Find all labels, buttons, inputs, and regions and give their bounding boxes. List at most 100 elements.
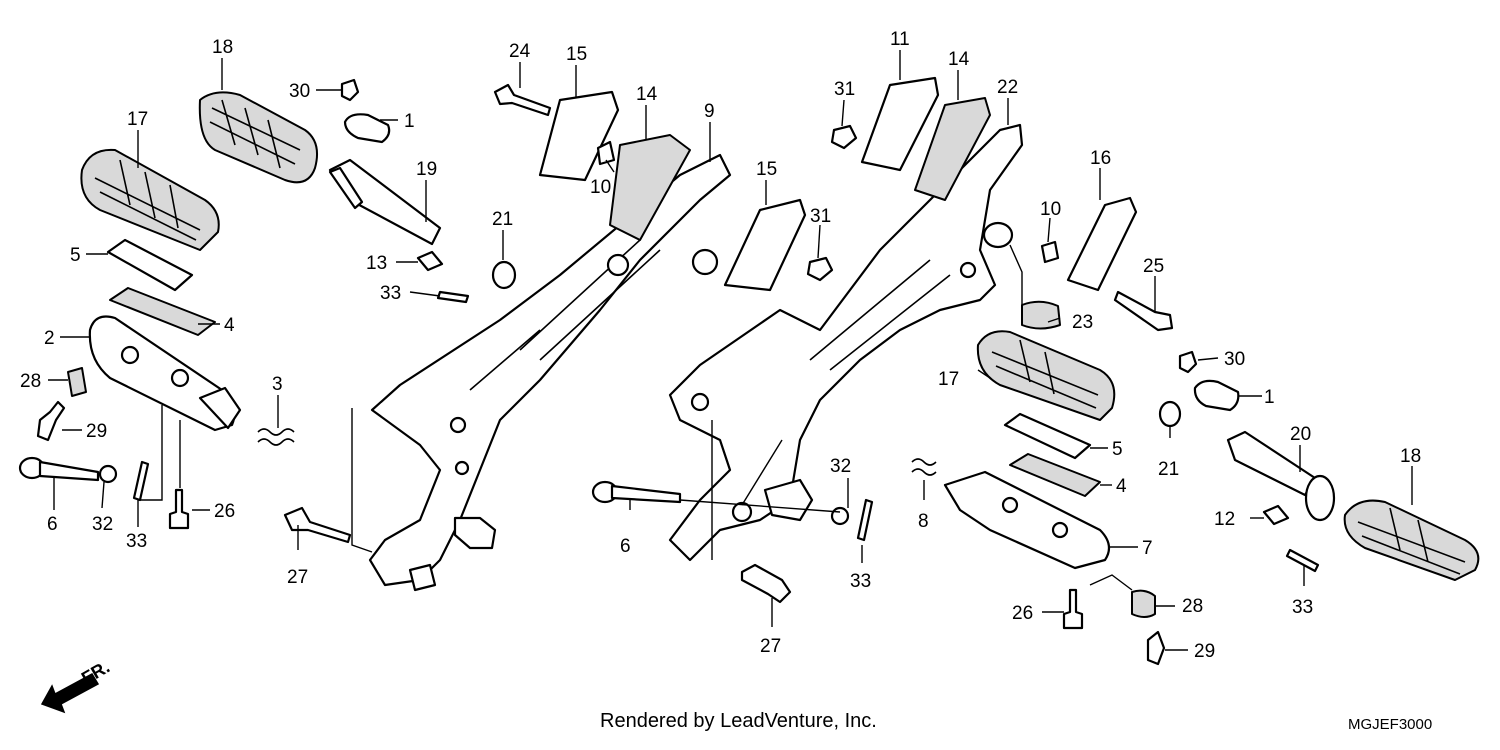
callout-33: 33 bbox=[1292, 597, 1313, 618]
part-26-bolt-right bbox=[1062, 588, 1084, 630]
part-28-collar-right bbox=[1131, 589, 1156, 618]
callout-17: 17 bbox=[938, 369, 959, 390]
callout-5: 5 bbox=[1112, 439, 1123, 460]
part-4-pad-right bbox=[1009, 453, 1101, 497]
part-17-step-rubber-left bbox=[80, 148, 220, 251]
callout-33: 33 bbox=[126, 531, 147, 552]
part-18-rubber-right bbox=[1343, 499, 1480, 581]
diagram-code: MGJEF3000 bbox=[1348, 716, 1433, 733]
callouts: 18 17 5 2 4 28 29 3 6 32 33 26 30 1 19 1… bbox=[20, 29, 1421, 662]
callout-23: 23 bbox=[1072, 312, 1093, 333]
front-direction-arrow: FR. bbox=[40, 657, 113, 714]
part-14-pad-a bbox=[609, 134, 691, 241]
callout-3: 3 bbox=[272, 374, 283, 395]
callout-20: 20 bbox=[1290, 424, 1311, 445]
callout-11: 11 bbox=[890, 29, 910, 50]
callout-4: 4 bbox=[1116, 476, 1127, 497]
part-5-plate-right bbox=[1003, 412, 1092, 460]
part-9-bracket-left bbox=[368, 153, 732, 592]
callout-17: 17 bbox=[127, 109, 148, 130]
part-33-cotter-left bbox=[132, 460, 150, 502]
callout-13: 13 bbox=[366, 253, 387, 274]
render-credit: Rendered by LeadVenture, Inc. bbox=[600, 710, 877, 732]
callout-2: 2 bbox=[44, 328, 55, 349]
callout-30: 30 bbox=[289, 81, 310, 102]
part-15-plate-a bbox=[538, 90, 620, 182]
callout-14: 14 bbox=[636, 84, 658, 105]
callout-30: 30 bbox=[1224, 349, 1245, 370]
part-30-screw-left bbox=[340, 78, 360, 102]
callout-19: 19 bbox=[416, 159, 437, 180]
callout-28: 28 bbox=[20, 371, 41, 392]
callout-27: 27 bbox=[760, 636, 781, 657]
callout-8: 8 bbox=[918, 511, 929, 532]
part-1-holder-right bbox=[1193, 379, 1240, 412]
callout-24: 24 bbox=[509, 41, 531, 62]
part-6-pin-right bbox=[591, 480, 682, 504]
part-8-spring bbox=[911, 458, 937, 476]
leader-lines bbox=[48, 50, 1413, 651]
callout-21: 21 bbox=[492, 209, 513, 230]
callout-7: 7 bbox=[1142, 538, 1153, 559]
callout-31: 31 bbox=[834, 79, 855, 100]
callout-12: 12 bbox=[1214, 509, 1235, 530]
part-33-cotter-right bbox=[856, 498, 874, 542]
part-16-plate bbox=[1066, 196, 1138, 292]
part-17-step-rubber-right bbox=[976, 330, 1116, 421]
callout-1: 1 bbox=[404, 111, 415, 132]
callout-26: 26 bbox=[214, 501, 235, 522]
part-33-cotter-left-b bbox=[436, 290, 470, 304]
part-15-plate-b bbox=[723, 198, 807, 292]
part-7-footpeg-right bbox=[943, 470, 1111, 570]
part-27-bolt-left bbox=[283, 506, 352, 544]
callout-5: 5 bbox=[70, 245, 81, 266]
part-28-collar-left bbox=[67, 367, 87, 397]
part-21-washer-left bbox=[491, 260, 517, 290]
callout-15: 15 bbox=[566, 44, 587, 65]
part-27-bolt-right bbox=[740, 563, 792, 604]
part-29-bolt-left bbox=[36, 400, 66, 442]
part-14-pad-b bbox=[914, 97, 991, 201]
callout-29: 29 bbox=[86, 421, 107, 442]
callout-4: 4 bbox=[224, 315, 235, 336]
callout-28: 28 bbox=[1182, 596, 1203, 617]
part-30-screw-right bbox=[1178, 350, 1198, 374]
callout-33: 33 bbox=[380, 283, 401, 304]
part-10-collar-b bbox=[1040, 240, 1060, 264]
callout-1: 1 bbox=[1264, 387, 1275, 408]
callout-21: 21 bbox=[1158, 459, 1179, 480]
part-19-pin-left bbox=[328, 158, 442, 246]
part-10-collar-a bbox=[596, 140, 616, 166]
part-18-rubber-left bbox=[198, 91, 318, 184]
part-33-cotter-right-b bbox=[1285, 548, 1320, 573]
part-2-footpeg-left bbox=[88, 315, 242, 432]
callout-32: 32 bbox=[92, 514, 113, 535]
part-13-washer-left bbox=[416, 250, 444, 272]
part-29-bolt-right bbox=[1146, 630, 1166, 666]
part-6-pin-left bbox=[18, 456, 100, 482]
callout-33: 33 bbox=[850, 571, 871, 592]
callout-22: 22 bbox=[997, 77, 1018, 98]
part-24-bolt bbox=[493, 83, 552, 117]
part-21-washer-right bbox=[1158, 400, 1182, 428]
part-31-nut-a bbox=[806, 256, 834, 282]
callout-32: 32 bbox=[830, 456, 851, 477]
callout-6: 6 bbox=[620, 536, 631, 557]
callout-27: 27 bbox=[287, 567, 308, 588]
callout-18: 18 bbox=[212, 37, 233, 58]
part-3-spring bbox=[257, 428, 295, 446]
callout-10: 10 bbox=[1040, 199, 1061, 220]
callout-10: 10 bbox=[590, 177, 611, 198]
part-20-pin-right bbox=[1226, 430, 1336, 522]
callout-14: 14 bbox=[948, 49, 970, 70]
callout-9: 9 bbox=[704, 101, 715, 122]
part-23-collar bbox=[1021, 300, 1061, 330]
part-31-nut-b bbox=[830, 124, 858, 150]
callout-16: 16 bbox=[1090, 148, 1111, 169]
arrow-icon bbox=[40, 672, 100, 714]
callout-15: 15 bbox=[756, 159, 777, 180]
callout-6: 6 bbox=[47, 514, 58, 535]
part-11-plate bbox=[860, 76, 940, 172]
part-22-bracket-right bbox=[668, 123, 1024, 562]
